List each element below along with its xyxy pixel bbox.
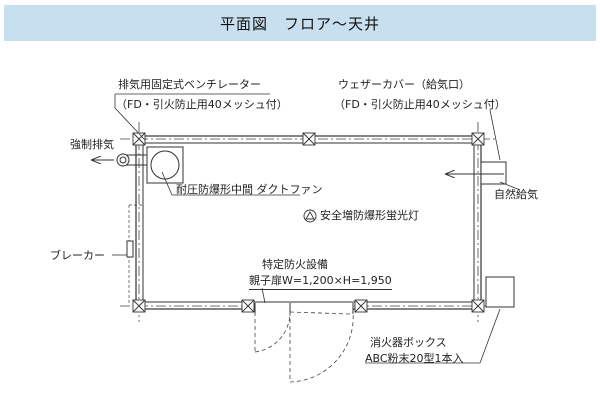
door-opening: [255, 303, 353, 313]
page-title: 平面図 フロア〜天井: [219, 14, 380, 33]
extinguisher-box: [485, 276, 515, 308]
door-leader: [261, 287, 266, 304]
weather-cover: [480, 161, 507, 185]
duct-fan-leader: [161, 171, 300, 196]
label-explosion-proof-light: 安全増防爆形蛍光灯: [320, 209, 419, 222]
column-markers: [132, 132, 485, 313]
title-bar: 平面図 フロア〜天井: [4, 5, 596, 41]
weather-cover-leader: [489, 109, 501, 161]
label-extinguisher-box: 消火器ボックス: [370, 336, 447, 349]
label-forced-exhaust: 強制排気: [70, 138, 114, 151]
label-fire-equipment: 特定防火設備: [262, 258, 328, 271]
label-breaker: ブレーカー: [50, 249, 105, 262]
label-double-door: 親子扉W=1,200×H=1,950: [249, 274, 392, 290]
label-duct-fan: 耐圧防爆形中間 ダクトファン: [176, 183, 323, 196]
label-weather-cover-note: （FD・引火防止用40メッシュ付）: [334, 98, 506, 111]
breaker-box: [126, 240, 134, 258]
exhaust-duct: [116, 153, 147, 167]
label-extinguisher-spec: ABC粉末20型1本入: [365, 352, 464, 365]
door-swing: [254, 311, 354, 383]
label-exhaust-ventilator-note: （FD・引火防止用40メッシュ付）: [116, 98, 288, 111]
label-natural-intake: 自然給気: [494, 188, 538, 201]
explosion-proof-light-symbol: [303, 209, 317, 223]
label-exhaust-ventilator: 排気用固定式ベンチレーター: [118, 78, 261, 91]
label-weather-cover: ウェザーカバー（給気口）: [338, 78, 470, 91]
extinguisher-leader: [479, 308, 501, 364]
exhaust-ventilator: [146, 146, 184, 184]
